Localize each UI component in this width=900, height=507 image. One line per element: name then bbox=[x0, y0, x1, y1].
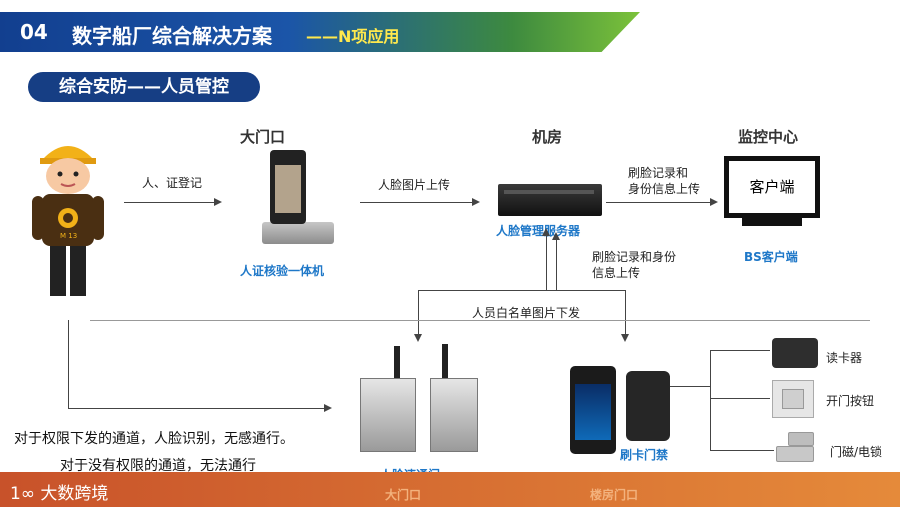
footer-location-building: 楼房门口 bbox=[590, 488, 639, 502]
turnstile-post-left bbox=[394, 346, 400, 378]
arrowhead-up-right bbox=[552, 232, 560, 240]
note-line-1: 对于权限下发的通道，人脸识别，无感通行。 bbox=[14, 431, 294, 447]
card-reader-icon bbox=[626, 371, 670, 441]
label-server: 人脸管理服务器 bbox=[496, 224, 581, 238]
label-register: 人、证登记 bbox=[142, 176, 203, 190]
arrowhead-whitelist-right bbox=[621, 334, 629, 342]
note-line-2: 对于没有权限的通道，无法通行 bbox=[60, 458, 256, 474]
page-title: 数字船厂综合解决方案 bbox=[72, 24, 272, 48]
turnstile-left-gate bbox=[360, 378, 416, 452]
label-kiosk: 人证核验一体机 bbox=[240, 264, 325, 278]
footer-logo-mark: 1∞ bbox=[10, 484, 35, 504]
whitelist-bracket-top bbox=[418, 290, 626, 291]
turnstile-post-right bbox=[442, 344, 448, 378]
heading-monitor-center: 监控中心 bbox=[738, 128, 799, 146]
exit-button-face bbox=[782, 389, 804, 409]
worker-badge: M 13 bbox=[60, 232, 77, 240]
heading-gate: 大门口 bbox=[240, 128, 286, 146]
footer-logo: 1∞ 大数跨境 bbox=[10, 479, 108, 504]
turnstile-right-gate bbox=[430, 378, 478, 452]
maglock-icon bbox=[776, 446, 814, 462]
reader-device-icon bbox=[772, 338, 818, 368]
whitelist-bracket-right bbox=[625, 290, 626, 334]
server-strip bbox=[504, 190, 594, 194]
face-terminal-screen bbox=[575, 384, 611, 440]
arrow-record-upload bbox=[606, 202, 712, 203]
label-reader: 读卡器 bbox=[826, 351, 863, 365]
arrowhead-record-upload bbox=[710, 198, 718, 206]
peripheral-link bbox=[670, 386, 710, 387]
label-whitelist: 人员白名单图片下发 bbox=[472, 306, 581, 320]
label-card-access: 刷卡门禁 bbox=[620, 448, 669, 462]
heading-machine-room: 机房 bbox=[532, 128, 563, 146]
maglock-plate bbox=[788, 432, 814, 446]
label-exit-button: 开门按钮 bbox=[826, 394, 875, 408]
footer-bar bbox=[0, 472, 900, 507]
header-banner bbox=[0, 12, 640, 52]
arrow-up-left bbox=[546, 232, 547, 290]
label-record-upload-1a: 刷脸记录和 bbox=[628, 166, 689, 180]
arrowhead-upload-face bbox=[472, 198, 480, 206]
arrowhead-whitelist-left bbox=[414, 334, 422, 342]
label-upload-face: 人脸图片上传 bbox=[378, 178, 451, 192]
peripheral-line-reader bbox=[710, 350, 770, 351]
arrowhead-worker-right bbox=[324, 404, 332, 412]
label-bs-client: BS客户端 bbox=[744, 250, 798, 264]
peripheral-bracket bbox=[710, 350, 711, 450]
arrow-worker-right bbox=[68, 408, 326, 409]
label-record-upload-2a: 刷脸记录和身份 bbox=[592, 250, 677, 264]
monitor-stand bbox=[742, 218, 802, 226]
whitelist-bracket-left bbox=[418, 290, 419, 334]
client-screen-label: 客户端 bbox=[749, 178, 795, 196]
label-record-upload-2b: 信息上传 bbox=[592, 266, 641, 280]
worker-icon: M 13 bbox=[32, 146, 104, 296]
label-record-upload-1b: 身份信息上传 bbox=[628, 182, 701, 196]
section-title: 综合安防——人员管控 bbox=[28, 72, 260, 102]
kiosk-screen bbox=[275, 165, 301, 213]
footer-logo-text: 大数跨境 bbox=[40, 484, 109, 504]
monitor-device-icon: 客户端 bbox=[724, 156, 820, 218]
arrow-worker-down bbox=[68, 320, 69, 408]
label-lock: 门磁/电锁 bbox=[830, 445, 883, 459]
arrow-up-right bbox=[556, 236, 557, 290]
footer-location-gate: 大门口 bbox=[385, 488, 422, 502]
arrow-upload-face bbox=[360, 202, 474, 203]
page-subtitle: ——N项应用 bbox=[306, 27, 400, 46]
peripheral-line-lock bbox=[710, 450, 774, 451]
section-number: 04 bbox=[20, 20, 48, 44]
arrow-register bbox=[124, 202, 216, 203]
arrowhead-up-left bbox=[542, 228, 550, 236]
separator-line bbox=[90, 320, 870, 321]
peripheral-line-button bbox=[710, 398, 770, 399]
server-device-icon bbox=[498, 184, 602, 216]
kiosk-base bbox=[262, 222, 334, 244]
arrowhead-register bbox=[214, 198, 222, 206]
